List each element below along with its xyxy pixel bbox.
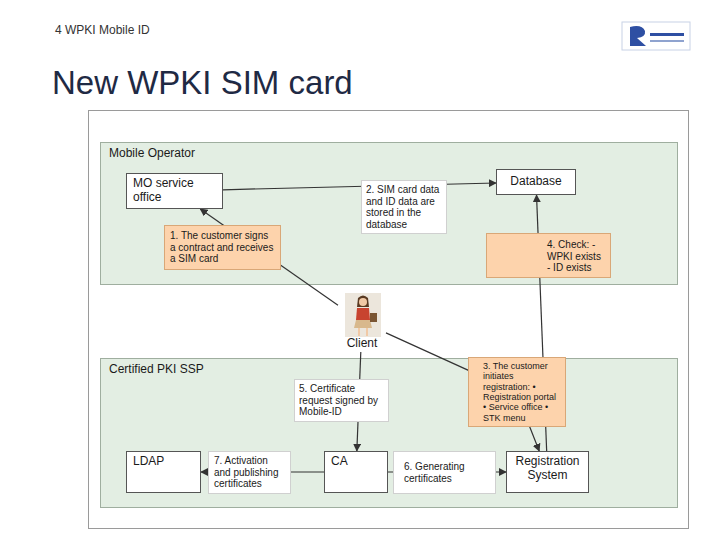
- step-box: 6. Generating certificates: [393, 451, 496, 494]
- node-label: Registration System: [511, 455, 584, 483]
- section-header: 4 WPKI Mobile ID: [55, 23, 150, 37]
- logo-bar: [650, 33, 684, 36]
- flow-arrow: [200, 209, 338, 305]
- node-label: 3. The customer initiates registration: …: [483, 361, 561, 423]
- top: [356, 308, 370, 320]
- logo-frame: [622, 22, 690, 50]
- flow-arrow: [537, 195, 547, 451]
- office-box: MO service office: [126, 173, 223, 209]
- node-label: 7. Activation and publishing certificate…: [214, 455, 285, 490]
- node-label: LDAP: [133, 455, 194, 469]
- photo-background: [345, 293, 381, 337]
- bag: [370, 313, 377, 322]
- step-box: 2. SIM card data and ID data are stored …: [361, 180, 447, 234]
- flow-arrow: [386, 333, 539, 451]
- node-label: Certified PKI SSP: [109, 363, 669, 377]
- node-label: Client: [339, 337, 385, 351]
- logo-bar: [650, 40, 684, 42]
- node-label: Database: [501, 175, 571, 189]
- step-box: 1. The customer signs a contract and rec…: [164, 225, 281, 270]
- authority-box: CA: [324, 451, 388, 493]
- flow-arrow: [388, 471, 506, 472]
- step-box: 3. The customer initiates registration: …: [468, 357, 566, 427]
- node-label: 5. Certificate request signed by Mobile-…: [299, 383, 384, 418]
- company-logo: [622, 22, 690, 50]
- step-box: 5. Certificate request signed by Mobile-…: [294, 379, 389, 422]
- hair: [357, 296, 369, 308]
- organization-group: Mobile Operator MO service office Database…: [100, 142, 678, 285]
- skirt: [354, 320, 372, 328]
- node-label: 1. The customer signs a contract and rec…: [170, 230, 275, 265]
- node-label: 4. Check: - WPKI exists - ID exists: [547, 239, 604, 274]
- logo-mark: [630, 26, 646, 46]
- node-label: 2. SIM card data and ID data are stored …: [366, 184, 442, 230]
- node-label: CA: [331, 455, 381, 469]
- person-illustration: [345, 293, 381, 337]
- node-label: 6. Generating certificates: [404, 461, 485, 484]
- slide-title: New WPKI SIM card: [52, 64, 353, 102]
- directory-box: LDAP: [126, 451, 201, 493]
- flow-arrow: [201, 471, 324, 472]
- flow-arrow: [357, 352, 361, 451]
- step-box: 4. Check: - WPKI exists - ID exists: [486, 233, 611, 278]
- system-box: Registration System: [506, 451, 589, 493]
- database-box: Database: [496, 169, 576, 195]
- client-figure: Client: [338, 292, 386, 352]
- node-label: MO service office: [133, 177, 216, 205]
- flow-arrow: [223, 183, 496, 190]
- organization-group: Certified PKI SSP3. The customer initiat…: [100, 358, 678, 508]
- head: [359, 298, 367, 306]
- node-label: Mobile Operator: [109, 147, 669, 161]
- outer-frame: [89, 111, 689, 529]
- legs: [359, 328, 367, 336]
- step-box: 7. Activation and publishing certificate…: [208, 451, 291, 494]
